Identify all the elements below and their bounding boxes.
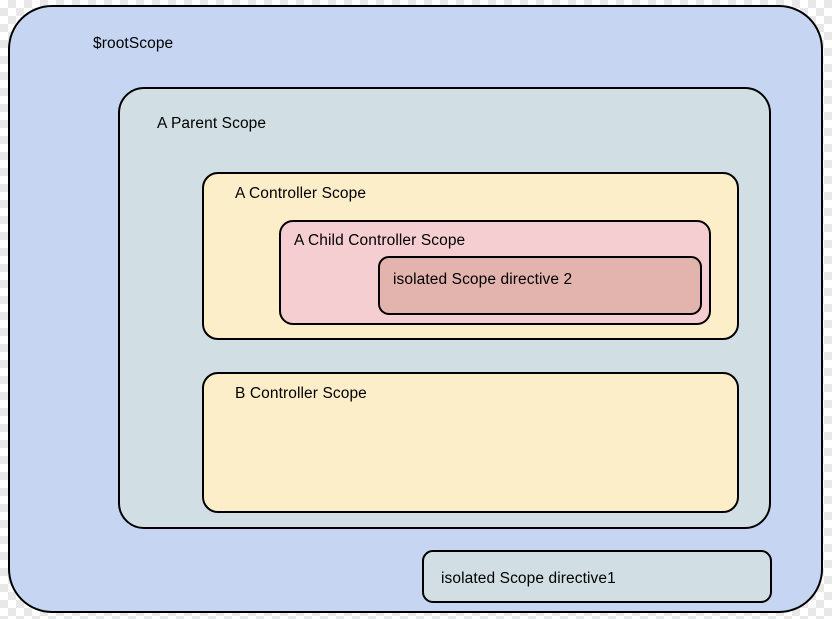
scope-box-b-controller-scope[interactable]: B Controller Scope (202, 372, 739, 513)
scope-box-a-controller-scope[interactable]: A Controller Scope A Child Controller Sc… (202, 172, 739, 340)
scope-box-root-scope[interactable]: $rootScope A Parent Scope A Controller S… (8, 5, 823, 613)
scope-box-isolated-scope-directive-2[interactable]: isolated Scope directive 2 (378, 256, 702, 315)
scope-box-parent-scope[interactable]: A Parent Scope A Controller Scope A Chil… (118, 87, 771, 529)
scope-label-isolated-scope-directive-2: isolated Scope directive 2 (393, 271, 573, 288)
scope-box-isolated-scope-directive-1[interactable]: isolated Scope directive1 (422, 550, 772, 603)
scope-label-a-child-controller-scope: A Child Controller Scope (294, 232, 466, 249)
scope-label-a-controller-scope: A Controller Scope (235, 185, 367, 202)
scope-label-b-controller-scope: B Controller Scope (235, 385, 367, 402)
scope-box-a-child-controller-scope[interactable]: A Child Controller Scope isolated Scope … (279, 220, 711, 325)
scope-label-root-scope: $rootScope (93, 35, 174, 52)
scope-label-isolated-scope-directive-1: isolated Scope directive1 (441, 570, 616, 587)
scope-label-parent-scope: A Parent Scope (157, 115, 267, 132)
